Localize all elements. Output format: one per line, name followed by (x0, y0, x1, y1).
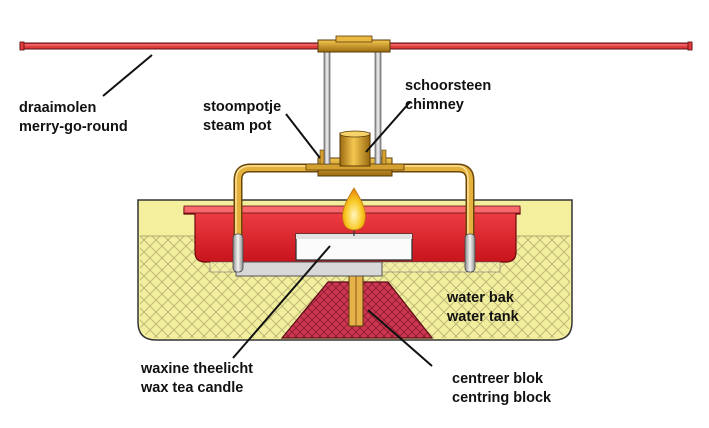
label-carousel-en: merry-go-round (19, 119, 128, 135)
carousel-hub (317, 35, 391, 53)
centring-block (280, 265, 434, 339)
label-steam-pot-en: steam pot (203, 118, 272, 134)
label-centring-block-en: centring block (452, 390, 552, 406)
label-steam-pot: stoompotje steam pot (203, 99, 281, 134)
label-carousel: draaimolen merry-go-round (19, 100, 128, 135)
label-candle-en: wax tea candle (140, 380, 243, 396)
label-candle: waxine theelicht wax tea candle (140, 361, 253, 396)
leader-carousel (102, 54, 153, 97)
leader-lines (102, 54, 433, 367)
label-chimney: schoorsteen chimney (405, 78, 491, 113)
label-water-tank-nl: water bak (446, 290, 515, 306)
brass-pipes (232, 163, 476, 273)
label-chimney-nl: schoorsteen (405, 78, 491, 94)
label-candle-nl: waxine theelicht (140, 361, 253, 377)
leader-centring-block (367, 309, 433, 367)
leader-candle (232, 245, 331, 359)
label-chimney-en: chimney (405, 97, 464, 113)
label-carousel-nl: draaimolen (19, 100, 96, 116)
flame-icon (342, 187, 366, 231)
label-steam-pot-nl: stoompotje (203, 99, 281, 115)
label-centring-block: centreer blok centring block (452, 371, 552, 406)
leader-steam-pot (285, 113, 321, 159)
label-centring-block-nl: centreer blok (452, 371, 544, 387)
label-water-tank: water bak water tank (446, 290, 520, 325)
label-water-tank-en: water tank (446, 309, 520, 325)
chimney (339, 130, 371, 167)
leader-chimney (365, 101, 411, 153)
